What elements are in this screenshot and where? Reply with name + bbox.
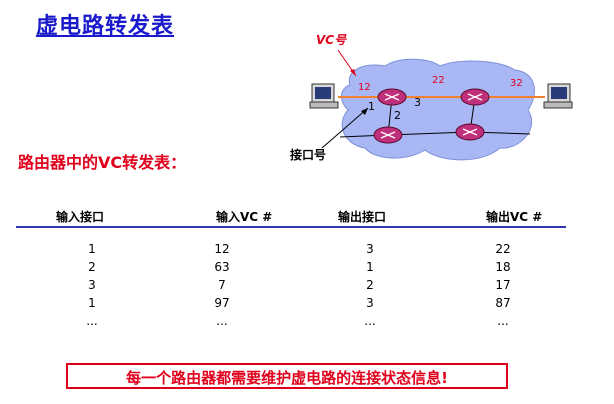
table-cell: 63 [214,260,230,274]
notice-banner: 每一个路由器都需要维护虚电路的连接状态信息! [66,363,508,389]
router-icon [377,88,407,106]
table-cell: 1 [88,242,96,256]
vc-number-label: 12 [358,82,371,93]
port-pointer-arrow [321,107,369,149]
table-cell: 17 [495,278,511,292]
vc-pointer-arrowhead [350,69,356,76]
forwarding-table-heading: 路由器中的VC转发表： [18,153,187,172]
table-cell: 87 [495,296,511,310]
table-cell: 3 [366,296,374,310]
table-cell: 12 [214,242,230,256]
table-cell: 3 [366,242,374,256]
host-computer-icon [309,83,339,109]
column-header-input-port: 输入接口 [56,210,105,224]
port-label: 接口号 [290,147,326,162]
router-icon [460,88,490,106]
vc-number-label: 32 [510,78,523,89]
column-header-output-port: 输出接口 [338,210,387,224]
page-title: 虚电路转发表 [36,14,175,39]
table-cell: 22 [495,242,511,256]
column-header-output-vc: 输出VC # [486,210,543,224]
table-cell: 2 [366,278,374,292]
table-cell: 18 [495,260,511,274]
port-number-label: 2 [394,109,401,122]
table-cell: 97 [214,296,230,310]
host-computer-icon [543,83,573,109]
network-diagram: 12 22 32 1 2 3 VC号 接口号 [290,33,573,162]
table-cell: ... [364,314,376,328]
table-cell: 7 [218,278,226,292]
port-number-label: 3 [414,96,421,109]
port-number-label: 1 [368,100,375,113]
table-cell: ... [497,314,509,328]
table-cell: 1 [88,296,96,310]
table-cell: 3 [88,278,96,292]
table-cell: 1 [366,260,374,274]
table-cell: ... [216,314,228,328]
router-icon [455,123,485,141]
vc-number-label: 22 [432,75,445,86]
column-header-input-vc: 输入VC # [216,210,273,224]
port-pointer-arrowhead [361,108,368,115]
router-icon [373,126,403,144]
table-cell: ... [86,314,98,328]
table-header-rule [16,226,566,228]
table-cell: 2 [88,260,96,274]
vc-label: VC号 [316,33,347,47]
